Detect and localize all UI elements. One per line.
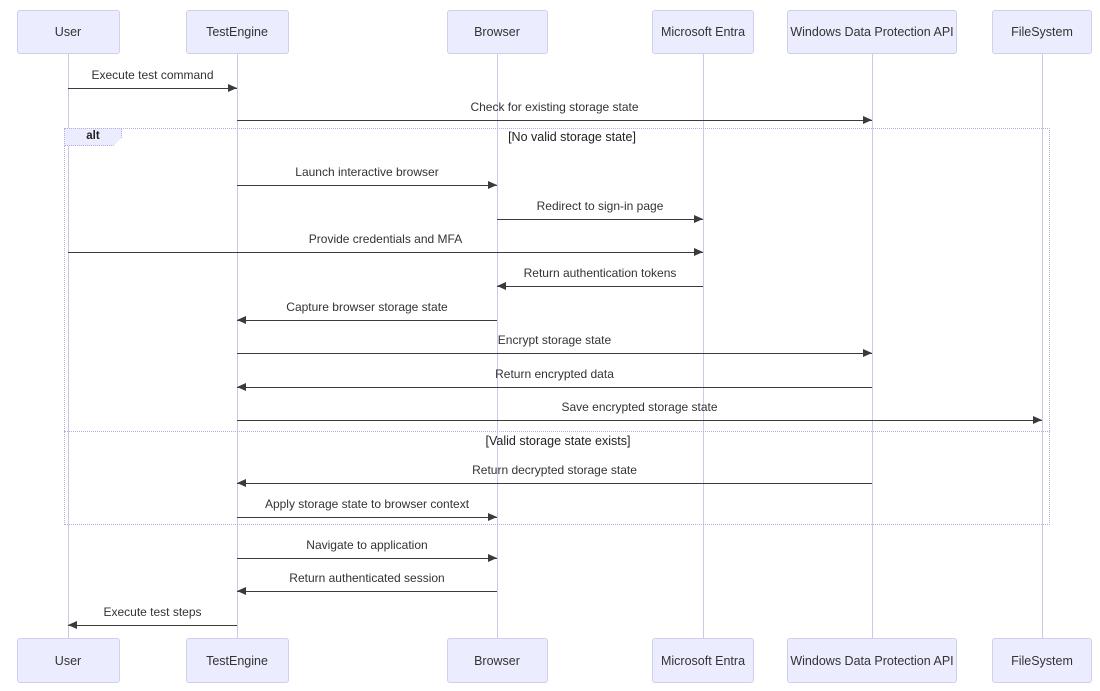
message-arrowhead — [497, 282, 506, 290]
message-line — [237, 185, 497, 186]
alt-else-divider — [64, 431, 1050, 432]
message-label: Capture browser storage state — [286, 300, 448, 314]
message-line — [68, 252, 703, 253]
message-label: Navigate to application — [306, 538, 428, 552]
message-label: Redirect to sign-in page — [536, 199, 664, 213]
message-label: Save encrypted storage state — [561, 400, 718, 414]
lifeline-user — [67, 54, 69, 638]
message-arrowhead — [694, 215, 703, 223]
message-arrowhead — [237, 383, 246, 391]
lifeline-browser — [496, 54, 498, 638]
message-arrowhead — [488, 513, 497, 521]
message-label: Launch interactive browser — [295, 165, 439, 179]
lifeline-windows-data-protection-api — [871, 54, 873, 638]
message-line — [68, 88, 237, 89]
lifeline-filesystem — [1041, 54, 1043, 638]
participant-bottom-microsoft-entra: Microsoft Entra — [652, 638, 754, 683]
alt-frame — [64, 128, 1050, 525]
participant-bottom-testengine: TestEngine — [185, 638, 289, 683]
message-arrowhead — [228, 84, 237, 92]
participant-top-filesystem: FileSystem — [992, 10, 1092, 54]
message-line — [237, 517, 497, 518]
message-line — [237, 591, 497, 592]
message-label: Return authentication tokens — [523, 266, 677, 280]
message-label: Encrypt storage state — [497, 333, 612, 347]
message-arrowhead — [488, 554, 497, 562]
participant-bottom-browser: Browser — [446, 638, 548, 683]
message-line — [237, 320, 497, 321]
alt-condition-1: [No valid storage state] — [508, 130, 636, 144]
message-label: Apply storage state to browser context — [264, 497, 470, 511]
message-label: Return encrypted data — [495, 367, 614, 381]
message-arrowhead — [1033, 416, 1042, 424]
participant-bottom-windows-data-protection-api: Windows Data Protection API — [787, 638, 957, 683]
message-line — [497, 286, 703, 287]
message-arrowhead — [68, 621, 77, 629]
message-line — [237, 387, 872, 388]
participant-top-testengine: TestEngine — [185, 10, 289, 54]
message-label: Check for existing storage state — [470, 100, 639, 114]
message-label: Execute test steps — [103, 605, 202, 619]
message-line — [237, 120, 872, 121]
message-label: Execute test command — [91, 68, 214, 82]
message-line — [237, 420, 1042, 421]
message-arrowhead — [488, 181, 497, 189]
message-arrowhead — [694, 248, 703, 256]
message-arrowhead — [863, 349, 872, 357]
message-label: Return decrypted storage state — [472, 463, 637, 477]
alt-label: alt — [64, 128, 122, 146]
alt-condition-2: [Valid storage state exists] — [485, 434, 631, 448]
participant-top-user: User — [16, 10, 120, 54]
message-line — [237, 558, 497, 559]
message-arrowhead — [237, 587, 246, 595]
message-arrowhead — [237, 479, 246, 487]
message-arrowhead — [863, 116, 872, 124]
message-line — [237, 483, 872, 484]
lifeline-microsoft-entra — [702, 54, 704, 638]
participant-bottom-filesystem: FileSystem — [992, 638, 1092, 683]
lifeline-testengine — [236, 54, 238, 638]
participant-bottom-user: User — [16, 638, 120, 683]
message-label: Provide credentials and MFA — [308, 232, 463, 246]
participant-top-windows-data-protection-api: Windows Data Protection API — [787, 10, 957, 54]
message-line — [237, 353, 872, 354]
message-line — [497, 219, 703, 220]
message-label: Return authenticated session — [289, 571, 445, 585]
message-line — [68, 625, 237, 626]
message-arrowhead — [237, 316, 246, 324]
participant-top-microsoft-entra: Microsoft Entra — [652, 10, 754, 54]
participant-top-browser: Browser — [446, 10, 548, 54]
